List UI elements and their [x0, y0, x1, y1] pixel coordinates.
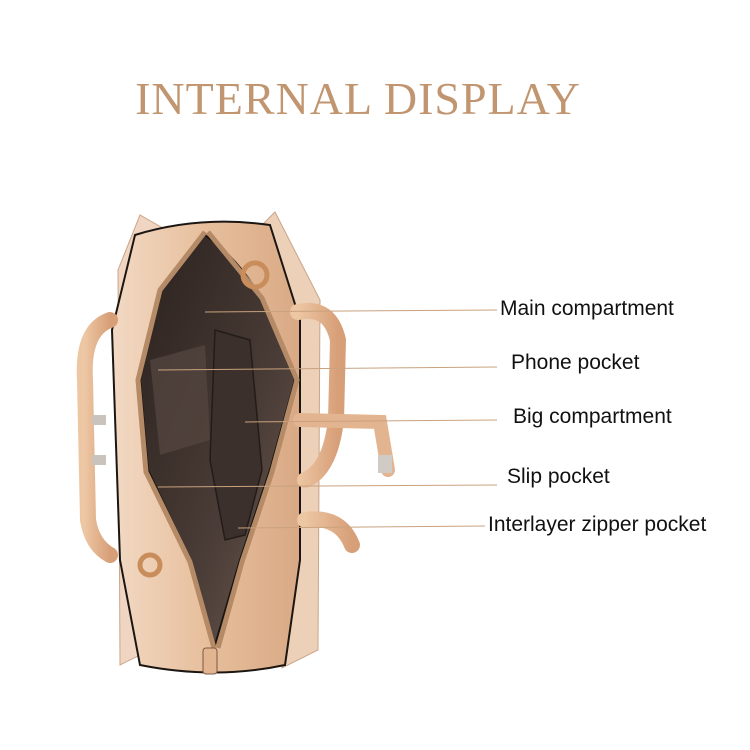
leader-line-big — [244, 419, 498, 423]
handle-right-lower — [293, 413, 395, 477]
handle-left — [76, 312, 118, 563]
phone-pocket-shape — [150, 345, 210, 455]
leader-line-interlayer — [237, 525, 486, 529]
callout-phone-pocket: Phone pocket — [511, 351, 640, 374]
ring-top — [240, 260, 270, 290]
ring-bottom — [137, 552, 163, 578]
handle-right-bottom — [297, 511, 360, 553]
zipper-left — [135, 230, 217, 649]
zipper-pull — [202, 647, 218, 675]
leader-line-slip — [157, 484, 498, 488]
page-title: INTERNAL DISPLAY — [0, 72, 750, 125]
callout-big-compartment: Big compartment — [513, 405, 672, 428]
buckle-right — [378, 455, 392, 473]
callout-interlayer-zipper-pocket: Interlayer zipper pocket — [488, 513, 707, 536]
leader-line-main — [204, 309, 498, 313]
buckle-left-top — [92, 415, 106, 425]
inner-divider — [209, 329, 263, 541]
leader-line-phone — [157, 366, 498, 371]
buckle-left-bottom — [92, 455, 106, 465]
callout-main-compartment: Main compartment — [500, 297, 674, 320]
page-title-text: INTERNAL DISPLAY — [135, 73, 581, 124]
callout-slip-pocket: Slip pocket — [507, 465, 610, 488]
leader-lines — [157, 309, 498, 529]
